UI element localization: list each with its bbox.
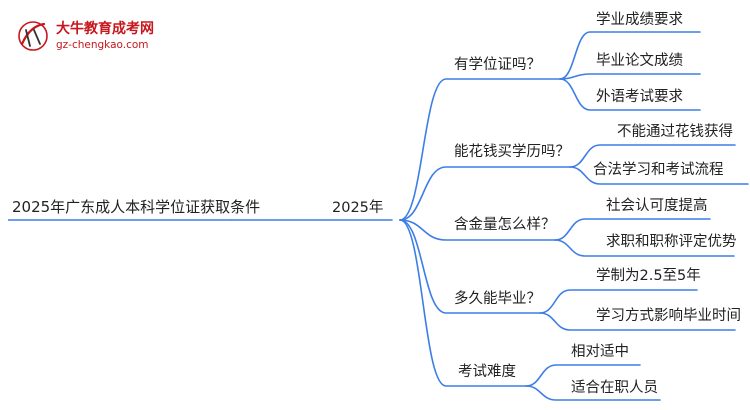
leaf-node: 学业成绩要求 bbox=[596, 11, 683, 28]
branch-1-to-leaf-connector-1 bbox=[569, 166, 749, 185]
leaf-node: 毕业论文成绩 bbox=[596, 52, 683, 69]
leaf-node: 学习方式影响毕业时间 bbox=[596, 307, 741, 324]
branch-2-to-leaf-connector-1 bbox=[554, 239, 735, 257]
branch-4-to-leaf-connector-0 bbox=[525, 364, 641, 387]
logo-icon bbox=[18, 21, 48, 51]
branch-group-2: 含金量怎么样？ 社会认可度提高 求职和职称评定优势 bbox=[454, 197, 737, 250]
branch-0-to-leaf-connector-1 bbox=[559, 73, 701, 80]
root-node: 2025年广东成人本科学位证获取条件 bbox=[12, 198, 260, 216]
branch-4-to-leaf-connector-1 bbox=[525, 385, 661, 401]
branch-node: 多久能毕业？ bbox=[454, 290, 541, 307]
connectors bbox=[8, 31, 749, 401]
branch-3-to-leaf-connector-0 bbox=[539, 289, 698, 314]
branch-3-to-leaf-connector-1 bbox=[539, 312, 736, 331]
center-to-branch-connector-4 bbox=[399, 219, 527, 387]
center-to-branch-connector-2 bbox=[399, 219, 556, 241]
leaf-node: 求职和职称评定优势 bbox=[606, 233, 737, 250]
leaf-node: 合法学习和考试流程 bbox=[593, 161, 724, 178]
center-node: 2025年 bbox=[332, 199, 383, 216]
center-to-branch-connector-3 bbox=[399, 219, 541, 314]
branch-2-to-leaf-connector-0 bbox=[554, 218, 711, 241]
branch-node: 能花钱买学历吗？ bbox=[454, 143, 570, 160]
branch-node: 有学位证吗？ bbox=[454, 56, 541, 73]
watermark-site: gz-chengkao.com bbox=[56, 39, 149, 51]
watermark: 大牛教育成考网 gz-chengkao.com bbox=[18, 20, 154, 51]
watermark-brand: 大牛教育成考网 bbox=[56, 20, 154, 37]
branch-node: 考试难度 bbox=[458, 363, 516, 380]
leaf-node: 不能通过花钱获得 bbox=[617, 123, 733, 140]
branch-group-4: 考试难度 相对适中 适合在职人员 bbox=[458, 343, 658, 396]
branch-node: 含金量怎么样？ bbox=[454, 216, 556, 233]
branch-group-1: 能花钱买学历吗？ 不能通过花钱获得 合法学习和考试流程 bbox=[454, 123, 733, 178]
branch-1-to-leaf-connector-0 bbox=[569, 144, 736, 168]
branch-group-3: 多久能毕业？ 学制为2.5至5年 学习方式影响毕业时间 bbox=[454, 267, 741, 324]
branch-0-to-leaf-connector-2 bbox=[559, 78, 701, 111]
leaf-node: 社会认可度提高 bbox=[606, 197, 708, 214]
center-to-branch-connector-0 bbox=[399, 78, 561, 221]
branch-group-0: 有学位证吗？ 学业成绩要求 毕业论文成绩 外语考试要求 bbox=[454, 11, 683, 105]
leaf-node: 适合在职人员 bbox=[571, 379, 658, 396]
leaf-node: 外语考试要求 bbox=[596, 88, 683, 105]
leaf-node: 学制为2.5至5年 bbox=[596, 267, 701, 284]
branch-0-to-leaf-connector-0 bbox=[559, 31, 701, 80]
center-to-branch-connector-1 bbox=[399, 166, 571, 221]
leaf-node: 相对适中 bbox=[571, 343, 629, 360]
